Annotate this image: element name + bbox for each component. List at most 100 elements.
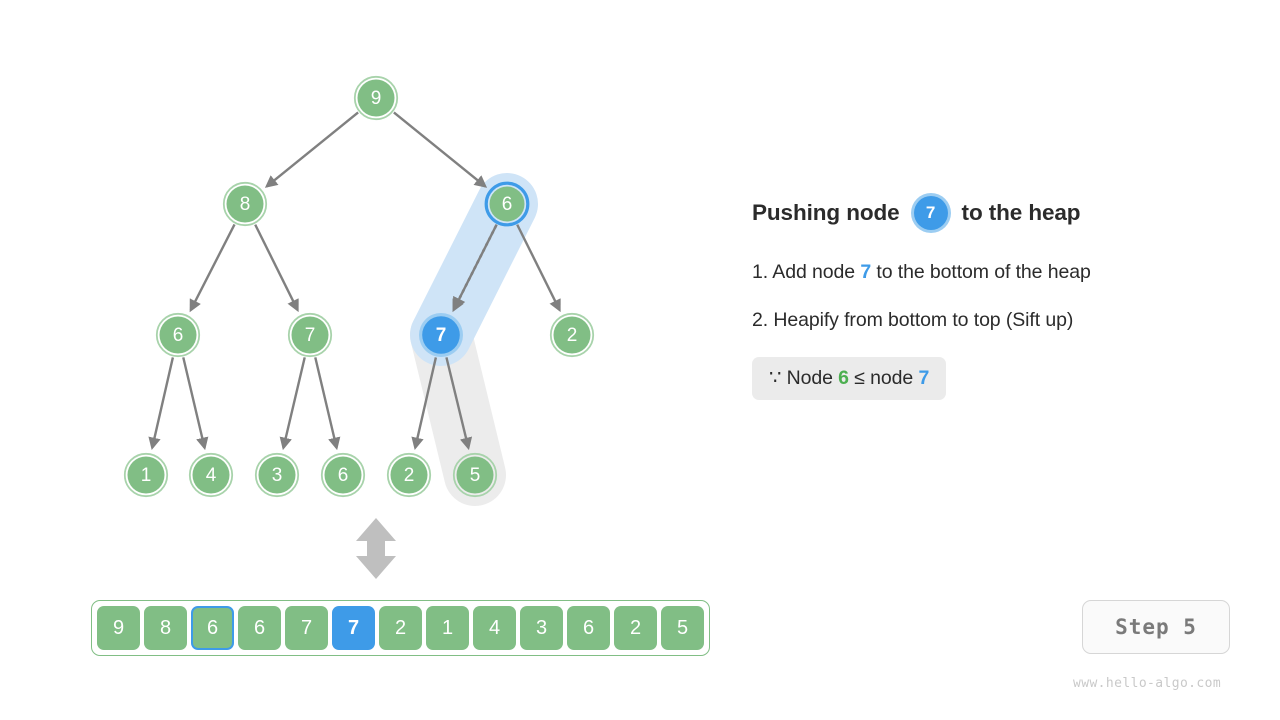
array-cell-0: 9 bbox=[97, 606, 140, 650]
node-circle bbox=[159, 316, 197, 354]
tree-edge-n5-n11 bbox=[411, 357, 438, 451]
step-item-1: 1. Add node 7 to the bottom of the heap bbox=[752, 261, 1222, 284]
tree-edge-n0-n1 bbox=[264, 111, 359, 188]
node-outer-ring bbox=[123, 452, 169, 498]
node-outer-ring bbox=[287, 312, 333, 358]
swap-dotted-arrow bbox=[453, 225, 498, 311]
array-cell-7: 1 bbox=[426, 606, 469, 650]
node-highlight-ring bbox=[484, 181, 530, 227]
tree-nodes: 9 8 6 6 7 7 2 1 4 3 6 2 5 bbox=[123, 75, 595, 498]
tree-node-n6: 2 bbox=[549, 312, 595, 358]
node-label: 6 bbox=[502, 194, 513, 215]
watermark: www.hello-algo.com bbox=[1073, 676, 1222, 691]
array-cell-9: 3 bbox=[520, 606, 563, 650]
array-cell-12: 5 bbox=[661, 606, 704, 650]
array-cell-2: 6 bbox=[191, 606, 234, 650]
node-circle bbox=[456, 456, 494, 494]
tree-node-n11: 2 bbox=[386, 452, 432, 498]
step-2-prefix: 2. Heapify from bottom to top (Sift up) bbox=[752, 309, 1074, 331]
array-cell-11: 2 bbox=[614, 606, 657, 650]
node-label: 9 bbox=[371, 88, 382, 109]
node-outer-ring bbox=[452, 452, 498, 498]
array-cell-4: 7 bbox=[285, 606, 328, 650]
array-cell-6: 2 bbox=[379, 606, 422, 650]
step-badge: Step 5 bbox=[1082, 600, 1230, 654]
array-cell-1: 8 bbox=[144, 606, 187, 650]
tree-edge-n3-n8 bbox=[182, 357, 209, 451]
tree-edges bbox=[148, 111, 561, 451]
array-cell-10: 6 bbox=[567, 606, 610, 650]
sift-up-arrow bbox=[453, 225, 498, 311]
node-circle bbox=[357, 79, 395, 117]
page-title: Pushing node 7 to the heap bbox=[752, 196, 1222, 230]
reason-box: ∵ Node 6 ≤ node 7 bbox=[752, 357, 947, 400]
node-outer-ring bbox=[254, 452, 300, 498]
reason-node-word: Node bbox=[786, 367, 839, 389]
node-label: 5 bbox=[470, 465, 481, 486]
tree-edge-n2-n6 bbox=[516, 224, 561, 313]
step-item-2: 2. Heapify from bottom to top (Sift up) bbox=[752, 309, 1222, 332]
tree-node-n4: 7 bbox=[287, 312, 333, 358]
node-circle bbox=[553, 316, 591, 354]
reason-right-value: 7 bbox=[918, 367, 930, 389]
step-1-value: 7 bbox=[860, 261, 872, 283]
tree-node-n1: 8 bbox=[222, 181, 268, 227]
node-label: 6 bbox=[173, 325, 184, 346]
array-cell-8: 4 bbox=[473, 606, 516, 650]
node-circle bbox=[127, 456, 165, 494]
node-circle bbox=[422, 316, 460, 354]
node-label: 3 bbox=[272, 465, 283, 486]
tree-edge-n3-n7 bbox=[148, 357, 175, 451]
reason-left-value: 6 bbox=[838, 367, 849, 389]
tree-edge-n4-n10 bbox=[314, 357, 341, 451]
tree-node-n9: 3 bbox=[254, 452, 300, 498]
node-label: 7 bbox=[436, 325, 447, 346]
node-circle bbox=[489, 186, 525, 222]
tree-node-n8: 4 bbox=[188, 452, 234, 498]
node-circle bbox=[192, 456, 230, 494]
step-1-prefix: 1. Add node bbox=[752, 261, 861, 283]
headline-suffix: to the heap bbox=[961, 200, 1081, 225]
node-outer-ring bbox=[222, 181, 268, 227]
node-label: 1 bbox=[141, 465, 152, 486]
updown-arrow bbox=[356, 518, 396, 579]
node-label: 6 bbox=[338, 465, 349, 486]
node-label: 4 bbox=[206, 465, 217, 486]
node-outer-ring bbox=[549, 312, 595, 358]
explanation-panel: Pushing node 7 to the heap 1. Add node 7… bbox=[752, 196, 1222, 400]
tree-edge-n4-n9 bbox=[279, 357, 306, 451]
tree-edge-n1-n3 bbox=[189, 223, 236, 313]
headline-node-badge: 7 bbox=[913, 196, 948, 230]
tree-edge-n1-n4 bbox=[254, 224, 299, 313]
node-outer-ring bbox=[188, 452, 234, 498]
node-circle bbox=[390, 456, 428, 494]
reason-operator: ≤ bbox=[848, 367, 871, 389]
tree-edge-n0-n2 bbox=[393, 111, 488, 188]
node-label: 2 bbox=[404, 465, 415, 486]
node-label: 2 bbox=[567, 325, 578, 346]
headline-prefix: Pushing node bbox=[752, 200, 900, 225]
tree-node-n10: 6 bbox=[320, 452, 366, 498]
node-outer-ring bbox=[386, 452, 432, 498]
tree-node-n12: 5 bbox=[452, 452, 498, 498]
node-label: 7 bbox=[305, 325, 316, 346]
node-outer-ring bbox=[320, 452, 366, 498]
tree-node-n5: 7 bbox=[419, 313, 463, 357]
node-outer-ring bbox=[155, 312, 201, 358]
tree-node-n7: 1 bbox=[123, 452, 169, 498]
node-outer-ring bbox=[353, 75, 399, 121]
reason-symbol: ∵ bbox=[769, 367, 787, 389]
node-circle bbox=[258, 456, 296, 494]
tree-node-n2: 6 bbox=[484, 181, 530, 227]
step-1-suffix: to the bottom of the heap bbox=[871, 261, 1091, 283]
tree-edge-n5-n12 bbox=[445, 357, 473, 451]
array-cell-3: 6 bbox=[238, 606, 281, 650]
node-circle bbox=[291, 316, 329, 354]
step-list: 1. Add node 7 to the bottom of the heap … bbox=[752, 261, 1222, 400]
node-circle bbox=[226, 185, 264, 223]
node-label: 8 bbox=[240, 194, 251, 215]
node-circle bbox=[324, 456, 362, 494]
